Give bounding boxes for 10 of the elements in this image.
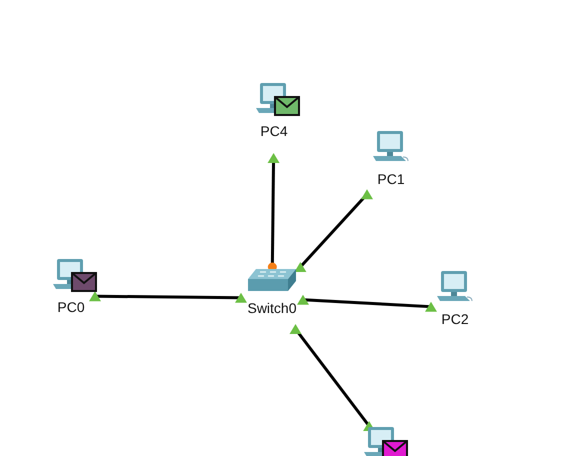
device-label: PC0: [57, 299, 85, 315]
cable-line: [297, 294, 437, 312]
device-label: PC2: [441, 311, 469, 327]
cable-line: [268, 153, 280, 272]
device-label: PC1: [377, 171, 405, 187]
device-label: Switch0: [247, 300, 297, 316]
cable-line: [294, 189, 373, 272]
device-label: PC4: [260, 123, 288, 139]
cable-line: [89, 291, 247, 303]
cable-line: [290, 324, 376, 431]
